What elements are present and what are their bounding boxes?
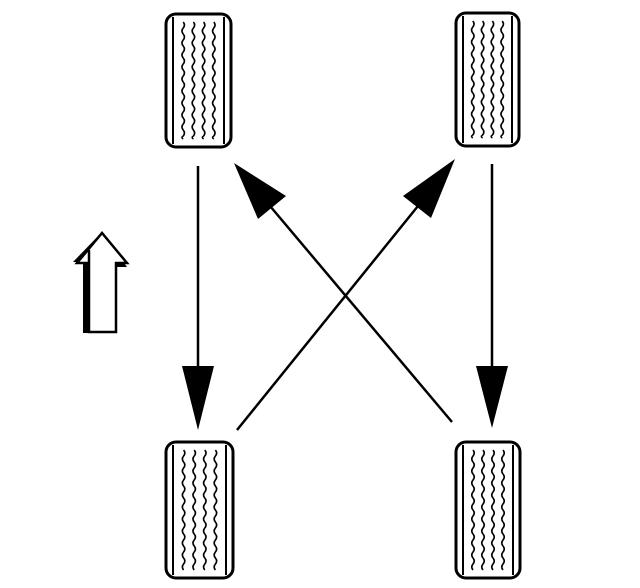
arrow-rear-right-to-front-left — [269, 205, 453, 423]
tire-tread-groove — [470, 449, 476, 571]
tire-tread-groove — [213, 449, 218, 571]
tire-body — [164, 440, 235, 580]
tire-front-right — [454, 11, 521, 148]
tire-tread-groove — [500, 20, 505, 139]
tire-tread-groove — [181, 21, 186, 140]
tire-body — [164, 12, 233, 149]
arrowhead-rear-right — [476, 366, 508, 428]
arrow-rear-left-to-front-right — [236, 205, 419, 431]
tire-tread-groove — [201, 21, 206, 140]
tire-tread-groove — [480, 449, 486, 571]
tire-tread-groove — [202, 449, 207, 571]
tire-tread-groove — [480, 20, 485, 139]
arrowhead-front-left — [234, 163, 286, 219]
arrowhead-front-right — [403, 159, 455, 218]
tire-tread-groove — [500, 449, 506, 571]
tire-body — [454, 440, 522, 580]
tire-tread-groove — [191, 21, 196, 140]
tire-tread-groove — [192, 449, 197, 571]
tire-front-left — [164, 12, 233, 149]
tire-rear-left — [164, 440, 235, 580]
tire-tread-groove — [470, 20, 475, 139]
tire-rear-right — [454, 440, 522, 580]
tire-tread-groove — [490, 20, 495, 139]
tire-tread-groove — [211, 21, 216, 140]
tire-tread-groove — [181, 449, 186, 571]
tire-tread-groove — [490, 449, 496, 571]
tire-body — [454, 11, 521, 148]
forward-arrow-icon — [73, 231, 130, 334]
arrowhead-rear-left — [182, 366, 214, 430]
